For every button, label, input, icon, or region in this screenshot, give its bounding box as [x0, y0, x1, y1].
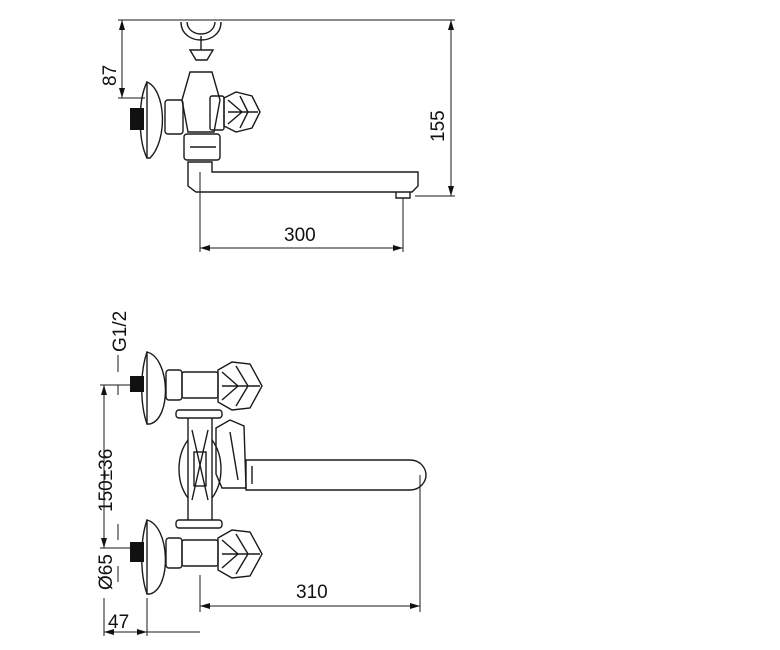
dimension-150-36: 150±36 [96, 385, 117, 548]
dimension-47: 47 [104, 612, 200, 635]
label-87: 87 [100, 65, 121, 86]
dimension-300: 300 [200, 225, 403, 251]
dimension-310: 310 [200, 582, 420, 609]
faucet-body [181, 71, 221, 133]
dimension-155: 155 [428, 20, 454, 196]
handle-lower [217, 529, 263, 579]
handle-top [209, 91, 261, 133]
upper-wall-flange [146, 351, 167, 425]
upper-wall-connector [130, 376, 144, 392]
label-155: 155 [428, 110, 449, 142]
handle-upper [217, 361, 263, 411]
front-view: G1/2 [96, 311, 427, 636]
label-300: 300 [284, 225, 316, 246]
top-view: 87 155 [100, 19, 455, 252]
label-310: 310 [296, 582, 328, 603]
mixer-body [178, 418, 222, 520]
label-150-36: 150±36 [96, 449, 117, 512]
spout-top [187, 161, 419, 193]
lower-wall-flange [146, 519, 167, 595]
spout-front [245, 459, 427, 491]
label-g1-2: G1/2 [110, 311, 131, 352]
label-diameter-65: Ø65 [96, 554, 117, 590]
lower-wall-connector [130, 542, 144, 562]
dimension-87: 87 [100, 20, 125, 98]
wall-flange [146, 80, 164, 159]
wall-connector [130, 108, 144, 130]
label-47: 47 [108, 612, 129, 633]
